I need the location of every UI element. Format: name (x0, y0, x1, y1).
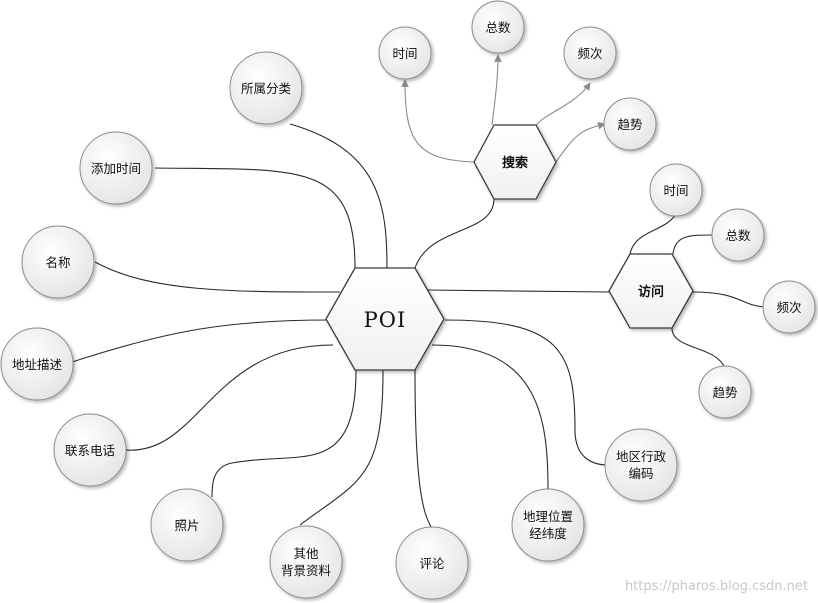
search-item-frequency-label: 频次 (577, 46, 602, 61)
visit-item-frequency[interactable]: 频次 (762, 280, 816, 334)
edge-visit-frequency (691, 291, 765, 308)
visit-item-trend-label: 趋势 (712, 385, 738, 400)
poi-connectors (71, 123, 610, 530)
edge-geo (431, 344, 549, 491)
attr-category-label: 所属分类 (241, 81, 292, 96)
edge-photo (211, 369, 357, 498)
attr-name-node[interactable]: 名称 (21, 225, 95, 299)
attr-comment-label: 评论 (419, 556, 445, 571)
search-item-total[interactable]: 总数 (471, 0, 525, 54)
attr-region-label-line1: 地区行政 (616, 449, 667, 464)
edge-add-time (154, 167, 356, 269)
visit-label: 访问 (638, 284, 664, 300)
edge-search-hub (414, 197, 495, 269)
visit-hub-node[interactable]: 访问 (608, 253, 694, 329)
attr-name-label: 名称 (45, 255, 70, 270)
edge-address (71, 319, 331, 363)
attr-phone-label: 联系电话 (65, 443, 115, 458)
attr-comment-node[interactable]: 评论 (395, 526, 469, 600)
edge-search-frequency (535, 82, 591, 126)
attr-add-time-node[interactable]: 添加时间 (79, 131, 153, 205)
attr-address-label: 地址描述 (12, 357, 63, 372)
attr-category-node[interactable]: 所属分类 (229, 51, 303, 125)
attr-photo-label: 照片 (174, 518, 199, 533)
search-connectors (401, 54, 606, 163)
attr-other-label-line2: 背景资料 (281, 563, 332, 578)
attr-region-node[interactable]: 地区行政 编码 (604, 428, 678, 502)
visit-item-frequency-label: 频次 (776, 300, 801, 315)
visit-item-time[interactable]: 时间 (649, 163, 703, 217)
attr-other-node[interactable]: 其他 背景资料 (269, 525, 343, 599)
attr-geo-label-line2: 经纬度 (529, 526, 567, 541)
visit-item-total-label: 总数 (725, 228, 751, 243)
search-label: 搜索 (502, 155, 528, 171)
search-item-frequency[interactable]: 频次 (563, 26, 617, 80)
edge-name (94, 261, 341, 293)
edge-visit-time (629, 213, 677, 255)
attr-phone-node[interactable]: 联系电话 (53, 413, 127, 487)
edge-search-trend (555, 121, 606, 163)
visit-item-time-label: 时间 (663, 183, 688, 198)
edge-visit-total (672, 234, 713, 255)
attr-geo-label-line1: 地理位置 (523, 509, 573, 524)
search-item-time-label: 时间 (392, 46, 417, 61)
visit-item-trend[interactable]: 趋势 (698, 365, 752, 419)
search-hub-node[interactable]: 搜索 (473, 124, 557, 200)
visit-hexagon (608, 253, 694, 329)
edge-comment (414, 369, 433, 530)
poi-center-node[interactable]: POI (325, 267, 445, 371)
search-item-trend[interactable]: 趋势 (603, 97, 657, 151)
attr-photo-node[interactable]: 照片 (150, 488, 224, 562)
edge-other (299, 369, 384, 526)
edge-visit-hub (425, 289, 610, 293)
poi-hexagon (325, 267, 445, 371)
attr-region-label-line2: 编码 (628, 466, 653, 481)
edge-search-time (401, 79, 475, 163)
attr-other-label-line1: 其他 (293, 546, 319, 561)
poi-label: POI (364, 308, 407, 332)
edge-visit-trend (671, 327, 726, 369)
attr-add-time-label: 添加时间 (91, 161, 141, 176)
search-item-trend-label: 趋势 (617, 117, 643, 132)
edge-region (444, 319, 609, 466)
edge-phone (125, 344, 334, 451)
search-item-total-label: 总数 (485, 20, 511, 35)
visit-item-total[interactable]: 总数 (711, 208, 765, 262)
search-item-time[interactable]: 时间 (378, 26, 432, 80)
attr-geo-node[interactable]: 地理位置 经纬度 (511, 488, 585, 562)
edge-category (289, 123, 388, 269)
watermark-text: https://pharos.blog.csdn.net (625, 579, 808, 594)
attr-address-node[interactable]: 地址描述 (0, 327, 74, 401)
visit-connectors (629, 213, 765, 369)
edge-search-total (491, 54, 502, 126)
search-hexagon (473, 124, 557, 200)
